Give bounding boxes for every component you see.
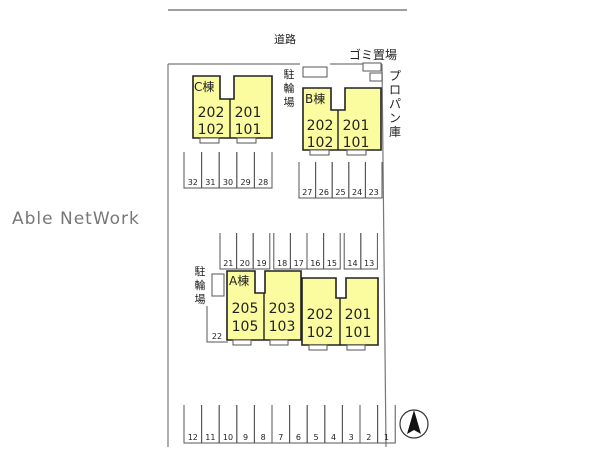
parking-row-c: 32 31 30 29 28	[183, 152, 273, 189]
parking-stall-label-20: 20	[240, 259, 250, 268]
parking-stall-label-3: 3	[349, 433, 354, 442]
unit-b-201: 201	[343, 118, 370, 134]
parking-stall-label-16: 16	[310, 259, 320, 268]
building-a: A棟 205 105 203 103 202 102 201 101	[226, 270, 379, 351]
parking-stall-label-6: 6	[296, 433, 301, 442]
parking-stall-label-32: 32	[188, 178, 198, 187]
north-arrow-icon	[399, 409, 429, 439]
site-boundary	[167, 63, 387, 448]
bike-parking-lower	[211, 273, 225, 297]
parking-stall-22: 22	[206, 306, 228, 343]
parking-row-bottom: 12 11 10 9 8 7 6 5 4 3 2 1	[183, 405, 396, 444]
parking-stall-label-9: 9	[243, 433, 248, 442]
unit-a-205: 205	[232, 301, 259, 317]
unit-a-102: 102	[307, 325, 334, 341]
parking-stall-label-19: 19	[256, 259, 266, 268]
trash-area-label: ゴミ置場	[349, 47, 397, 62]
unit-c-202: 202	[198, 105, 225, 121]
parking-stall-label-15: 15	[327, 259, 337, 268]
parking-stall-label-29: 29	[241, 178, 251, 187]
svg-text:ン: ン	[389, 111, 401, 125]
parking-stall-label-24: 24	[352, 188, 362, 197]
svg-text:パ: パ	[389, 97, 401, 111]
unit-a-203: 203	[269, 301, 296, 317]
svg-text:駐: 駐	[195, 264, 206, 278]
unit-b-202: 202	[307, 118, 334, 134]
parking-stall-label-14: 14	[347, 259, 357, 268]
parking-stall-19	[252, 233, 271, 270]
svg-text:場: 場	[195, 293, 206, 306]
road-label: 道路	[274, 32, 296, 46]
parking-stall-label-28: 28	[258, 178, 268, 187]
parking-row-middle: 21 20 19 18 17 16 15 14 13	[219, 233, 378, 270]
unit-b-102: 102	[307, 135, 334, 151]
building-b-label: B棟	[305, 91, 325, 106]
unit-a-202: 202	[307, 307, 334, 323]
parking-stall-label-4: 4	[331, 433, 336, 442]
parking-stall-label-31: 31	[205, 178, 215, 187]
parking-stall-label-5: 5	[313, 433, 318, 442]
parking-row-b: 27 26 25 24 23	[298, 162, 383, 199]
unit-c-101: 101	[235, 122, 262, 138]
parking-stall-label-13: 13	[364, 259, 374, 268]
unit-c-102: 102	[198, 122, 225, 138]
svg-text:庫: 庫	[389, 125, 401, 139]
building-c-label: C棟	[194, 79, 214, 94]
bike-parking-upper	[302, 66, 328, 78]
parking-stall-28	[253, 152, 273, 189]
parking-stall-label-10: 10	[223, 433, 233, 442]
parking-stall-label-17: 17	[294, 259, 304, 268]
parking-stall-label-2: 2	[366, 433, 371, 442]
unit-a-201: 201	[345, 307, 372, 323]
watermark: Able NetWork	[12, 209, 140, 229]
parking-stall-15	[323, 233, 341, 270]
parking-stall-label-27: 27	[302, 188, 312, 197]
svg-text:22: 22	[212, 332, 222, 341]
parking-stall-label-1: 1	[384, 433, 389, 442]
bike-parking-label-upper: 駐 輪 場	[284, 67, 295, 109]
propane-shed	[369, 72, 383, 82]
parking-stall-label-25: 25	[335, 188, 345, 197]
trash-area	[362, 62, 382, 72]
parking-stall-label-12: 12	[188, 433, 198, 442]
parking-stall-label-23: 23	[369, 188, 379, 197]
building-b: B棟 202 102 201 101	[302, 87, 382, 156]
building-c: C棟 202 102 201 101	[192, 75, 273, 144]
parking-stall-label-21: 21	[223, 259, 233, 268]
parking-stall-label-18: 18	[277, 259, 287, 268]
building-a-label: A棟	[229, 273, 249, 288]
propane-shed-label: プ ロ パ ン 庫	[389, 69, 401, 139]
svg-text:輪: 輪	[284, 81, 295, 95]
parking-stall-label-26: 26	[319, 188, 329, 197]
unit-a-105: 105	[232, 319, 259, 335]
parking-stall-13	[360, 233, 378, 270]
unit-c-201: 201	[235, 105, 262, 121]
parking-stall-23	[364, 162, 383, 199]
parking-stall-label-8: 8	[261, 433, 266, 442]
unit-a-101: 101	[345, 325, 372, 341]
parking-stall-1	[377, 405, 396, 444]
svg-text:ロ: ロ	[389, 83, 401, 97]
unit-a-103: 103	[269, 319, 296, 335]
parking-stall-label-7: 7	[278, 433, 283, 442]
svg-text:駐: 駐	[284, 67, 295, 81]
svg-text:場: 場	[284, 96, 295, 109]
svg-text:輪: 輪	[195, 278, 206, 292]
parking-stall-label-11: 11	[205, 433, 215, 442]
svg-text:プ: プ	[389, 69, 401, 83]
bike-parking-label-lower: 駐 輪 場	[195, 264, 206, 306]
parking-stall-label-30: 30	[223, 178, 233, 187]
unit-b-101: 101	[343, 135, 370, 151]
